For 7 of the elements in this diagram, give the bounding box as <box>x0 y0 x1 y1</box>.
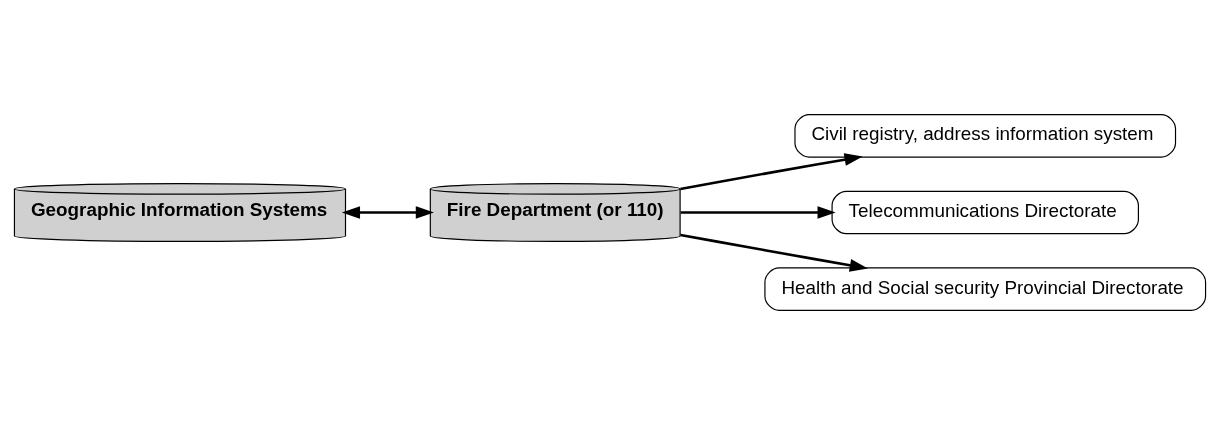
arrow <box>680 233 868 272</box>
node-box: Telecommunications Directorate <box>831 190 1139 235</box>
node-box: Health and Social security Provincial Directorate <box>764 267 1207 311</box>
arrow <box>341 206 434 219</box>
arrow <box>680 206 836 219</box>
arrow <box>680 153 863 191</box>
node-box: Civil registry, address information system <box>794 114 1177 158</box>
